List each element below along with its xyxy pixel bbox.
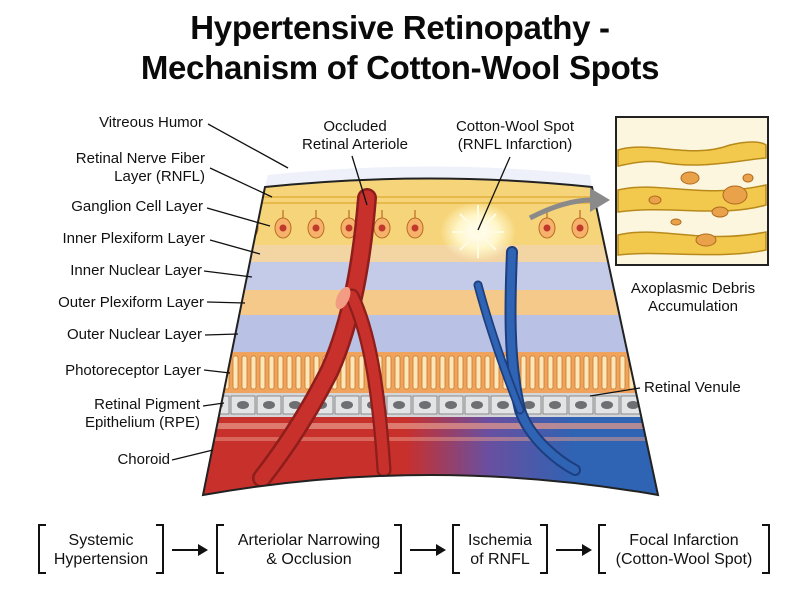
label-vitreous-humor: Vitreous Humor xyxy=(99,114,203,131)
flow-bracket xyxy=(394,524,402,574)
cotton-wool-rays xyxy=(452,205,504,258)
title-line-1: Hypertensive Retinopathy - xyxy=(190,9,610,46)
flow-bracket xyxy=(452,524,460,574)
flow-step-arteriolar-narrowing: Arteriolar Narrowing& Occlusion xyxy=(237,532,381,568)
flow-arrow xyxy=(410,544,446,556)
label-cotton-wool-spot: Cotton-Wool Spot(RNFL Infarction) xyxy=(455,118,575,153)
flow-bracket xyxy=(762,524,770,574)
section-outline xyxy=(201,177,660,497)
flow-bracket xyxy=(38,524,46,574)
flow-step-focal-infarction: Focal Infarction(Cotton-Wool Spot) xyxy=(615,532,753,568)
label-inner-plexiform-layer: Inner Plexiform Layer xyxy=(62,230,205,247)
label-outer-plexiform-layer: Outer Plexiform Layer xyxy=(58,294,204,311)
flow-bracket xyxy=(598,524,606,574)
outer-plexiform-layer xyxy=(203,290,658,315)
label-choroid: Choroid xyxy=(117,451,170,468)
page-title: Hypertensive Retinopathy - Mechanism of … xyxy=(0,8,800,88)
axoplasmic-debris-inset xyxy=(615,116,769,266)
label-inner-nuclear-layer: Inner Nuclear Layer xyxy=(70,262,202,279)
label-retinal-venule: Retinal Venule xyxy=(644,379,741,396)
label-ganglion-cell-layer: Ganglion Cell Layer xyxy=(71,198,203,215)
choroid-stripes xyxy=(203,423,658,429)
arteriole-occlusion xyxy=(335,286,351,310)
flow-bracket xyxy=(540,524,548,574)
label-photoreceptor-layer: Photoreceptor Layer xyxy=(65,362,201,379)
label-outer-nuclear-layer: Outer Nuclear Layer xyxy=(66,326,202,343)
flow-bracket xyxy=(216,524,224,574)
title-line-2: Mechanism of Cotton-Wool Spots xyxy=(140,49,660,86)
flow-bracket xyxy=(156,524,164,574)
magnify-arrow xyxy=(528,197,593,221)
flow-arrow xyxy=(556,544,592,556)
layer-leader-lines xyxy=(171,123,641,461)
inner-nuclear-layer xyxy=(203,262,658,290)
outer-nuclear-layer xyxy=(203,315,658,352)
vitreous-humor-region xyxy=(265,166,592,187)
flow-arrow xyxy=(172,544,208,556)
inner-plexiform-layer xyxy=(203,245,658,262)
